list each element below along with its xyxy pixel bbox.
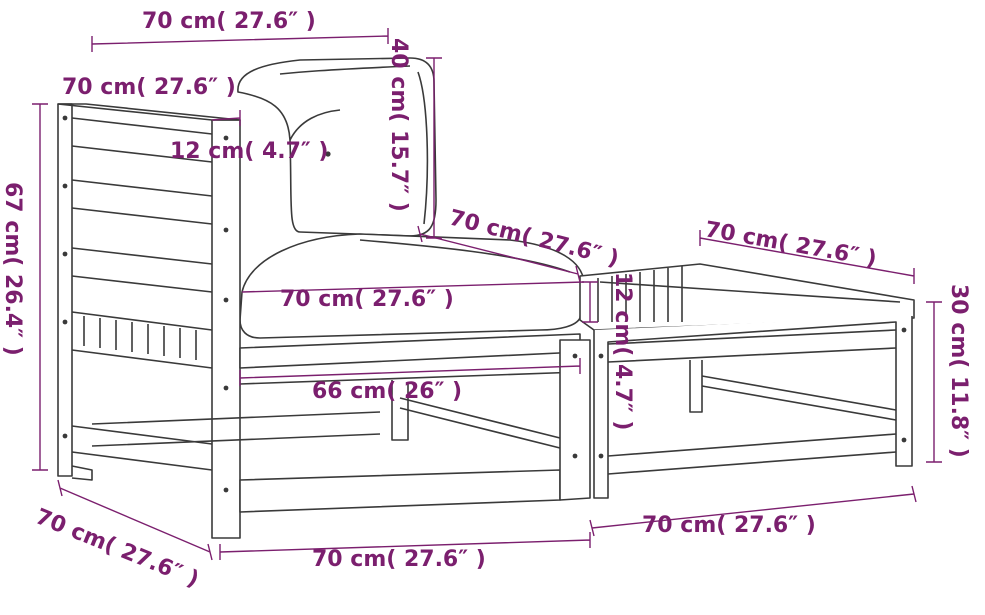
label-front-width: 70 cm( 27.6″ ) [312,547,486,572]
label-cushion-top-width: 70 cm( 27.6″ ) [142,9,316,34]
back-cushion [237,57,437,237]
label-cushion-depth: 70 cm( 27.6″ ) [62,75,236,100]
label-armrest-width: 12 cm( 4.7″ ) [170,139,328,164]
dimension-lines [32,28,942,561]
label-side-depth: 70 cm( 27.6″ ) [32,504,202,592]
ottoman [579,263,915,499]
label-total-height: 67 cm( 26.4″ ) [0,182,25,356]
furniture-drawing [57,57,915,539]
label-backrest-height: 40 cm( 15.7″ ) [386,38,411,212]
seat-cushion [239,233,585,339]
label-seat-cushion-height: 12 cm( 4.7″ ) [610,272,635,430]
left-side-frame [57,103,241,539]
label-ottoman-height: 30 cm( 11.8″ ) [946,284,971,458]
label-seat-cushion-width: 70 cm( 27.6″ ) [280,287,454,312]
label-inner-width: 66 cm( 26″ ) [312,379,462,404]
seat-base-frame [91,333,591,513]
label-ottoman-front-width: 70 cm( 27.6″ ) [642,513,816,538]
screw-dots [62,115,907,493]
label-ottoman-top-width: 70 cm( 27.6″ ) [703,217,878,272]
